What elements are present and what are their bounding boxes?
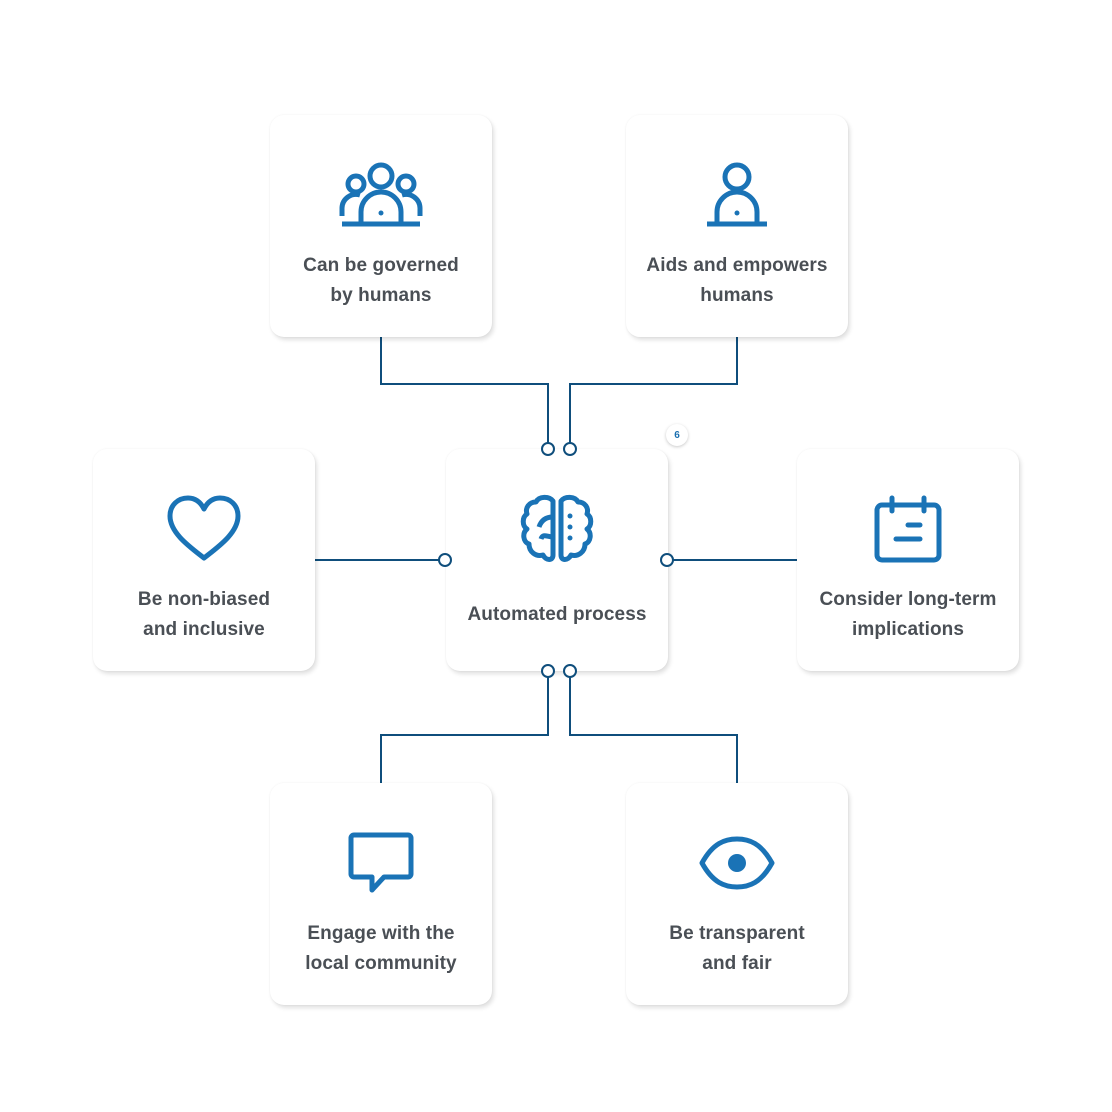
person-icon	[626, 157, 848, 233]
label-line-2: local community	[305, 953, 457, 974]
brain-icon	[446, 491, 668, 567]
card-aids-and-empowers-humans: Aids and empowers humans	[626, 115, 848, 337]
card-governed-by-humans: Can be governed by humans	[270, 115, 492, 337]
connector-transparent	[569, 677, 738, 783]
card-label: Engage with the local community	[280, 919, 482, 979]
label-line-1: Be non-biased	[137, 589, 271, 610]
label-line-2: humans	[700, 285, 774, 306]
card-automated-process: Automated process	[446, 449, 668, 671]
card-be-non-biased: Be non-biased and inclusive	[93, 449, 315, 671]
label-line-1: Engage with the	[307, 923, 455, 944]
connector-dot-nonbiased	[438, 553, 452, 567]
label-line-2: and fair	[702, 953, 772, 974]
card-engage-local-community: Engage with the local community	[270, 783, 492, 1005]
label-line-2: and inclusive	[143, 619, 265, 640]
card-consider-long-term: Consider long-term implications	[797, 449, 1019, 671]
connector-community	[380, 677, 549, 783]
card-be-transparent: Be transparent and fair	[626, 783, 848, 1005]
connector-dot-longterm	[660, 553, 674, 567]
connector-dot-empowers	[563, 442, 577, 456]
center-label: Automated process	[467, 604, 647, 625]
eye-icon	[626, 825, 848, 901]
card-label: Be transparent and fair	[636, 919, 838, 979]
count-badge: 6	[666, 424, 688, 446]
label-line-2: implications	[851, 619, 965, 640]
calendar-icon	[797, 491, 1019, 567]
card-label: Aids and empowers humans	[636, 251, 838, 311]
connector-dot-governed	[541, 442, 555, 456]
label-line-1: Consider long-term	[819, 589, 997, 610]
label-line-1: Can be governed	[303, 255, 459, 276]
people-group-icon	[270, 157, 492, 233]
connector-dot-transparent	[563, 664, 577, 678]
connector-empowers	[569, 336, 738, 443]
connector-dot-community	[541, 664, 555, 678]
card-label: Be non-biased and inclusive	[103, 585, 305, 645]
label-line-1: Be transparent	[669, 923, 805, 944]
speech-bubble-icon	[270, 825, 492, 901]
card-label: Can be governed by humans	[280, 251, 482, 311]
label-line-1: Aids and empowers	[646, 255, 828, 276]
card-label: Consider long-term implications	[807, 585, 1009, 645]
label-line-2: by humans	[330, 285, 432, 306]
heart-icon	[93, 491, 315, 567]
connector-governed	[380, 336, 549, 443]
